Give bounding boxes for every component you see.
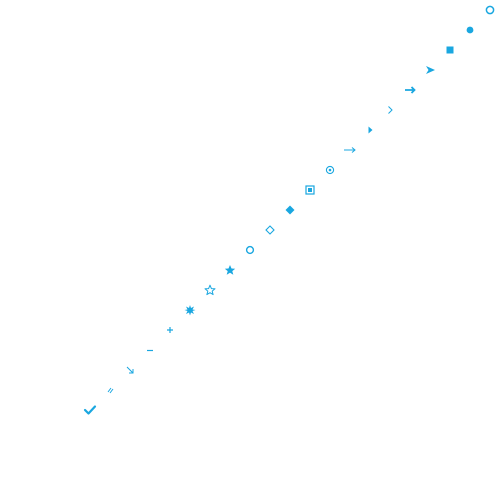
diamond-outline-icon [265, 225, 275, 235]
plus-icon [164, 324, 176, 336]
triangle-right-small-icon [368, 126, 373, 134]
triangle-right-icon [424, 64, 436, 76]
minus-icon [144, 344, 156, 356]
sunburst-icon [184, 305, 196, 316]
circle-outline-large-icon [485, 5, 495, 15]
arrow-down-right-icon [126, 366, 134, 374]
checkmark-icon [83, 404, 97, 416]
star-filled-icon [224, 265, 236, 275]
star-outline-icon [204, 284, 216, 296]
long-arrow-right-icon [344, 144, 356, 156]
chevron-right-icon [388, 106, 393, 114]
diamond-outline-icon [264, 224, 276, 236]
circle-with-dot-icon [325, 165, 335, 175]
circle-filled-icon [464, 24, 476, 36]
circle-with-dot-icon [324, 164, 336, 176]
equals-icon [104, 384, 116, 396]
star-outline-icon [204, 284, 216, 296]
equals-icon [107, 387, 114, 394]
square-with-inner-square-icon [304, 184, 316, 196]
star-filled-icon [224, 264, 236, 276]
diamond-filled-icon [285, 205, 295, 215]
triangle-right-icon [426, 66, 435, 74]
arrow-right-bold-icon [405, 86, 416, 94]
minus-icon [147, 349, 153, 352]
plus-icon [167, 327, 173, 333]
square-filled-icon [444, 44, 456, 56]
circle-outline-large-icon [484, 4, 496, 16]
chevron-right-icon [384, 104, 396, 116]
circle-outline-icon [244, 244, 256, 256]
checkmark-icon [83, 405, 97, 415]
sunburst-icon [184, 304, 196, 316]
diamond-filled-icon [284, 204, 296, 216]
square-with-inner-square-icon [305, 185, 315, 195]
arrow-right-bold-icon [404, 84, 416, 96]
long-arrow-right-icon [344, 147, 356, 153]
circle-outline-icon [245, 245, 255, 255]
square-filled-icon [446, 46, 454, 54]
circle-filled-icon [466, 26, 474, 34]
arrow-down-right-icon [124, 364, 136, 376]
triangle-right-small-icon [364, 124, 376, 136]
